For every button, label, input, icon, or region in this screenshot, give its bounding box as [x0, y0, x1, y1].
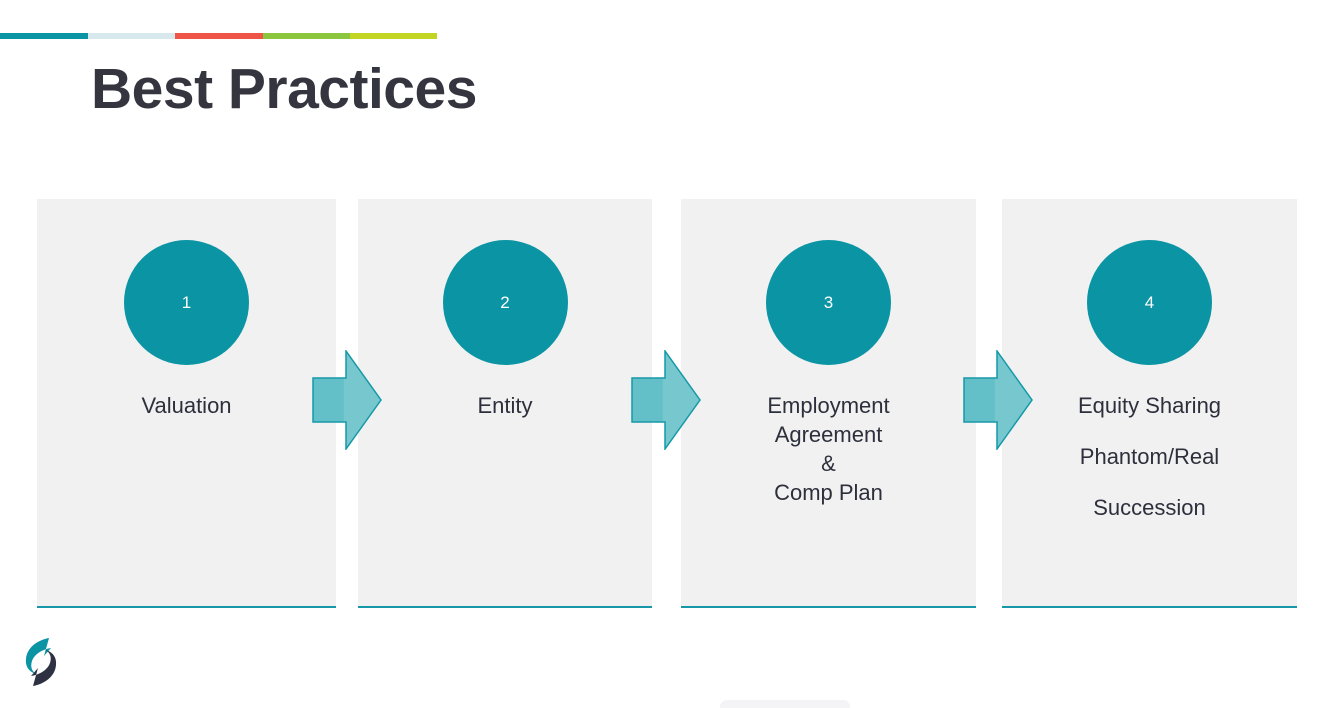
- step-number-badge-3: 3: [766, 240, 891, 365]
- process-card-label-line: &: [821, 451, 836, 477]
- process-arrow-3: [963, 348, 1033, 452]
- process-arrow-2: [631, 348, 701, 452]
- step-number-badge-4: 4: [1087, 240, 1212, 365]
- process-card-label-line: Equity Sharing: [1077, 393, 1222, 418]
- process-card-label-line: Employment: [767, 393, 890, 418]
- process-card-label-line: Succession: [1093, 495, 1206, 521]
- step-number-badge-2: 2: [442, 240, 568, 365]
- bottom-sliver: [720, 700, 850, 708]
- accent-segment-pale-blue: [88, 33, 175, 39]
- process-card-label-2: Entity: [358, 391, 652, 420]
- process-card-label-line: Phantom/Real: [1079, 444, 1220, 470]
- process-card-label-line: Comp Plan: [774, 480, 883, 506]
- process-card-label-line: Valuation: [141, 393, 232, 418]
- process-arrow-1: [312, 348, 382, 452]
- accent-segment-teal: [0, 33, 88, 39]
- step-number-badge-1: 1: [124, 240, 249, 365]
- page-title: Best Practices: [91, 57, 477, 121]
- accent-bar: [0, 33, 437, 39]
- accent-segment-green: [263, 33, 350, 39]
- swirl-s-logo: [18, 634, 64, 690]
- process-card-label-line: Entity: [477, 393, 533, 418]
- accent-segment-red: [175, 33, 263, 39]
- process-card-label-1: Valuation: [37, 391, 336, 420]
- process-card-label-line: Agreement: [774, 422, 883, 448]
- accent-segment-lime: [350, 33, 437, 39]
